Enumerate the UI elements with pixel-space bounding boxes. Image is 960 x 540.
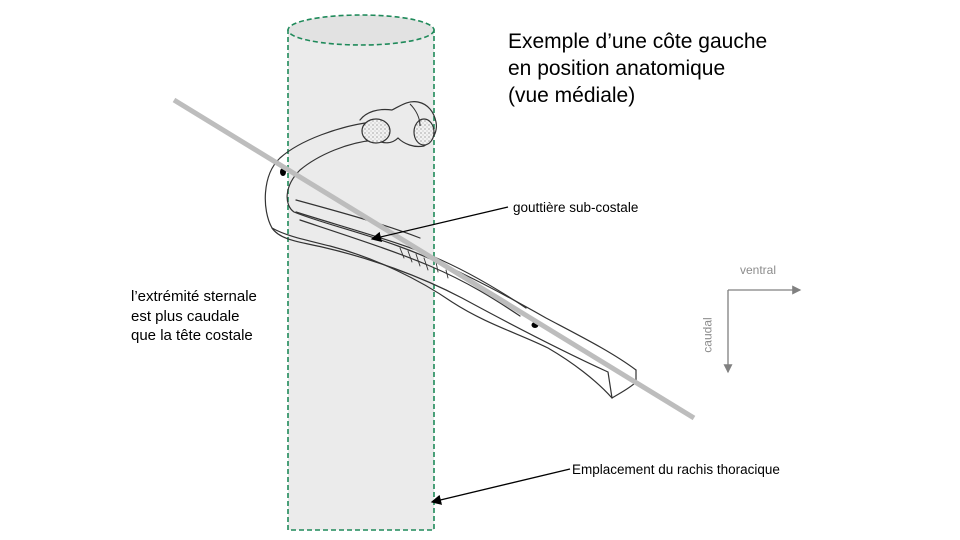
- rib-axis-line: [172, 97, 696, 421]
- rachis-pointer-arrow: [430, 468, 571, 505]
- label-rachis: Emplacement du rachis thoracique: [572, 462, 780, 477]
- gouttiere-pointer-arrow: [370, 206, 509, 242]
- label-line: l’extrémité sternale: [131, 288, 257, 305]
- label-gouttiere: gouttière sub-costale: [513, 200, 639, 215]
- rib-head-facets: [361, 103, 435, 146]
- label-sternal-end: l’extrémité sternale est plus caudale qu…: [131, 287, 257, 346]
- rib-drawing: [264, 101, 637, 399]
- label-caudal: caudal: [700, 317, 715, 353]
- title-line: en position anatomique: [508, 57, 726, 80]
- spine-cylinder: [287, 14, 435, 531]
- label-line: est plus caudale: [131, 307, 240, 325]
- title-line: (vue médiale): [508, 84, 636, 107]
- diagram-title: Exemple d’une côte gauche en position an…: [508, 28, 767, 109]
- label-ventral: ventral: [740, 263, 777, 277]
- label-line: que la tête costale: [131, 327, 253, 344]
- title-line: Exemple d’une côte gauche: [508, 30, 768, 53]
